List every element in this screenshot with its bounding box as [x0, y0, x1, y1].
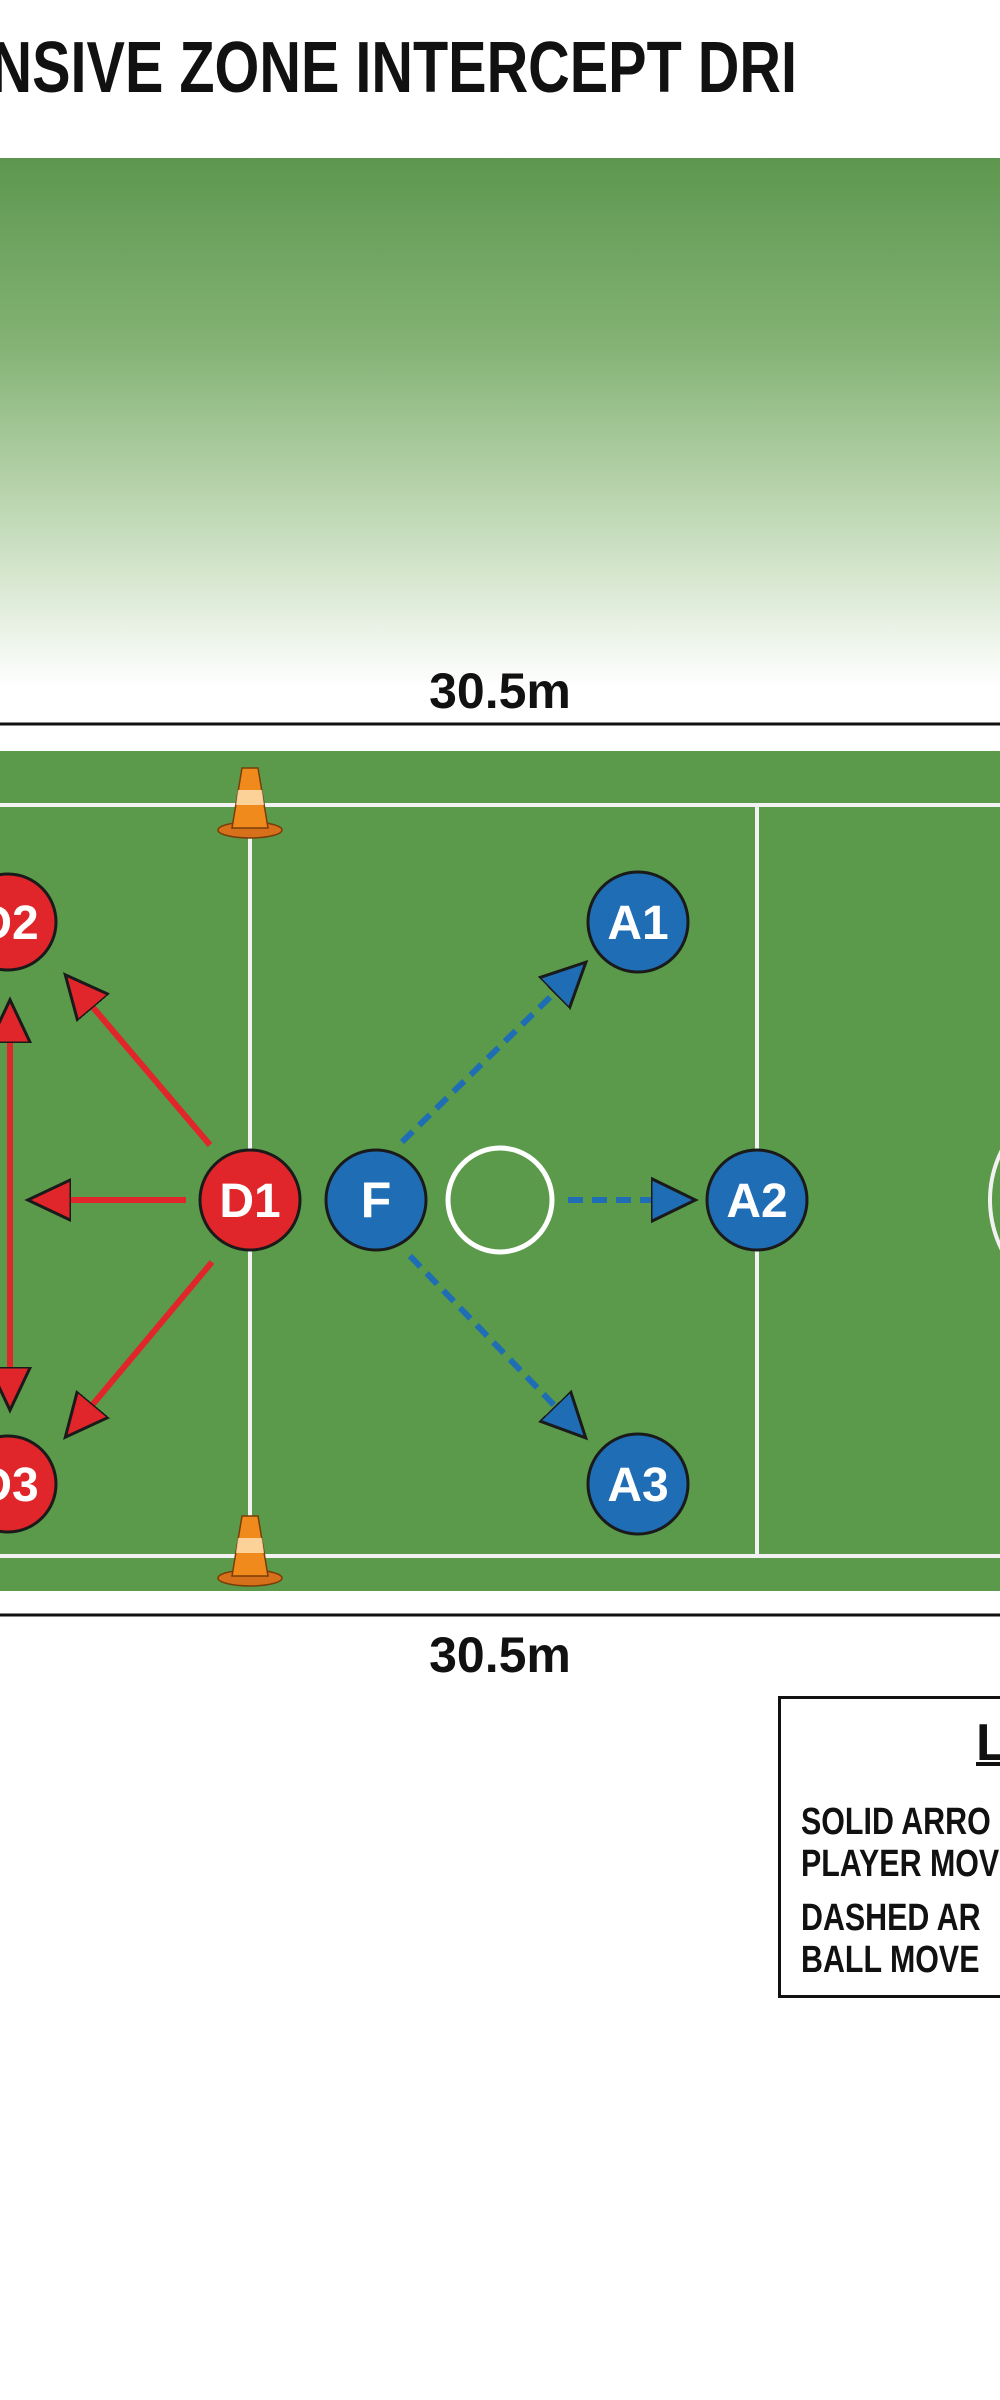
dimension-label-top: 30.5m	[429, 663, 571, 719]
player-label: D1	[219, 1175, 280, 1228]
sky-gradient-field	[0, 158, 1000, 688]
player-label: D3	[0, 1459, 39, 1512]
arrow-f-to-a3	[407, 1253, 582, 1434]
center-circle	[988, 1149, 1000, 1251]
player-a3: A3	[586, 1432, 690, 1536]
dimension-label-bottom: 30.5m	[429, 1627, 571, 1683]
dimension-top: 30.5m	[0, 663, 1000, 726]
player-label: A2	[726, 1175, 787, 1228]
player-f: F	[324, 1148, 428, 1252]
player-label: F	[361, 1172, 392, 1228]
player-a1: A1	[586, 870, 690, 974]
arrow-d1-to-d3	[68, 1260, 215, 1434]
legend-title: L	[976, 1714, 1000, 1772]
player-movement-arrows	[10, 978, 215, 1434]
player-d2: D2	[0, 872, 58, 972]
cone-icon	[217, 767, 283, 839]
arrow-d1-to-d2	[68, 978, 213, 1147]
cone-icon	[217, 1515, 283, 1587]
player-label: D2	[0, 897, 39, 950]
ball-movement-arrows	[399, 966, 690, 1434]
legend-solid-arrow-text: SOLID ARRO PLAYER MOV	[801, 1801, 1000, 1885]
ball-icon	[445, 1145, 555, 1255]
field	[0, 751, 1000, 1591]
legend: L SOLID ARRO PLAYER MOV DASHED AR BALL M…	[778, 1696, 1000, 1998]
legend-dashed-arrow-text: DASHED AR BALL MOVE	[801, 1897, 981, 1981]
dimension-bottom: 30.5m	[0, 1613, 1000, 1683]
player-d3: D3	[0, 1434, 58, 1534]
player-label: A1	[607, 897, 668, 950]
arrow-f-to-a1	[399, 966, 582, 1145]
player-a2: A2	[705, 1148, 809, 1252]
player-d1: D1	[198, 1148, 302, 1252]
page-title: NSIVE ZONE INTERCEPT DRILL -	[0, 28, 800, 108]
player-label: A3	[607, 1459, 668, 1512]
